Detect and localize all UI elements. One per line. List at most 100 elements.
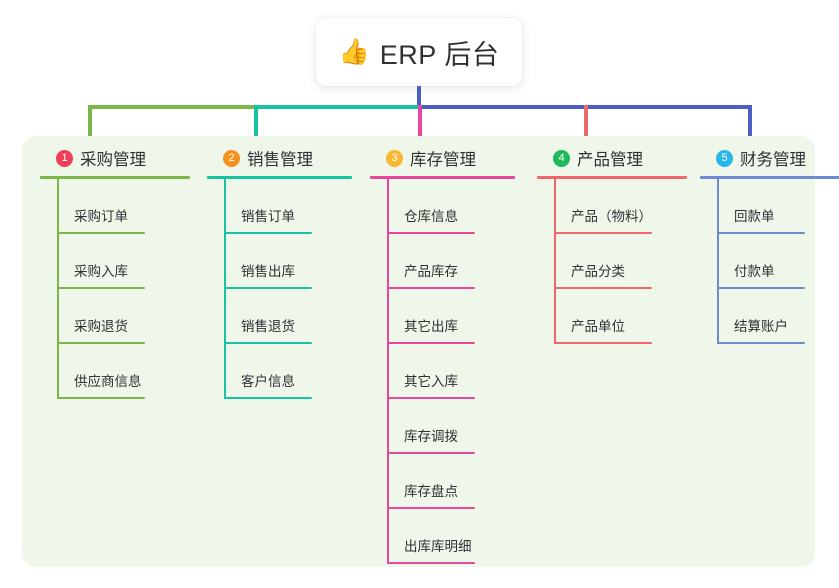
- leaf-label: 其它入库: [404, 374, 458, 389]
- leaf-rule: [57, 287, 145, 289]
- leaf-label: 付款单: [734, 264, 775, 279]
- leaf-item[interactable]: 产品库存: [370, 234, 515, 289]
- column-title-5: 财务管理: [740, 151, 806, 169]
- column-title-4: 产品管理: [577, 151, 643, 169]
- connector-drop-2: [254, 105, 258, 139]
- leaf-spine-4: [554, 179, 556, 344]
- column-销售管理: 2 销售管理销售订单销售出库销售退货客户信息: [207, 146, 352, 399]
- leaf-rule: [224, 287, 312, 289]
- column-badge-4: 4: [553, 149, 570, 167]
- leaf-rule: [57, 232, 145, 234]
- leaf-rule: [387, 232, 475, 234]
- leaf-item[interactable]: 产品单位: [537, 289, 687, 344]
- leaf-item[interactable]: 库存盘点: [370, 454, 515, 509]
- leaf-item[interactable]: 产品（物料）: [537, 179, 687, 234]
- column-title-3: 库存管理: [410, 151, 476, 169]
- leaf-spine-3: [387, 179, 389, 564]
- connector-drop-5: [748, 105, 752, 139]
- connector-drop-3: [418, 105, 422, 136]
- leaf-item[interactable]: 出库库明细: [370, 509, 515, 564]
- column-badge-5: 5: [716, 149, 733, 167]
- leaf-label: 库存盘点: [404, 484, 458, 499]
- leaf-rule: [387, 287, 475, 289]
- column-header-5[interactable]: 5 财务管理: [700, 146, 839, 170]
- connector-drop-4: [584, 105, 588, 136]
- root-title: ERP 后台: [379, 39, 500, 70]
- column-badge-1: 1: [56, 149, 73, 167]
- leaf-spine-5: [717, 179, 719, 344]
- leaf-rule: [224, 342, 312, 344]
- column-header-rule-1: [40, 176, 190, 179]
- column-产品管理: 4 产品管理产品（物料） 产品分类产品单位: [537, 146, 687, 344]
- leaf-list-1: 采购订单采购入库采购退货供应商信息: [40, 179, 190, 399]
- leaf-item[interactable]: 客户信息: [207, 344, 352, 399]
- leaf-label: 产品库存: [404, 264, 458, 279]
- leaf-rule: [387, 397, 475, 399]
- leaf-label: 销售订单: [241, 209, 295, 224]
- leaf-label: 其它出库: [404, 319, 458, 334]
- column-badge-3: 3: [386, 149, 403, 167]
- leaf-rule: [224, 397, 312, 399]
- leaf-item[interactable]: 采购订单: [40, 179, 190, 234]
- leaf-rule: [57, 342, 145, 344]
- column-header-rule-3: [370, 176, 515, 179]
- column-header-rule-4: [537, 176, 687, 179]
- leaf-item[interactable]: 结算账户: [700, 289, 839, 344]
- leaf-rule: [554, 342, 652, 344]
- leaf-label: 采购入库: [74, 264, 128, 279]
- leaf-rule: [387, 342, 475, 344]
- thumbs-up-icon: 👍: [338, 37, 370, 66]
- leaf-label: 回款单: [734, 209, 775, 224]
- diagram-panel: [22, 136, 815, 567]
- connector-horizontal-segment-2: [254, 105, 418, 109]
- column-header-rule-5: [700, 176, 839, 179]
- column-badge-2: 2: [223, 149, 240, 167]
- leaf-spine-2: [224, 179, 226, 399]
- column-header-3[interactable]: 3 库存管理: [370, 146, 515, 170]
- leaf-rule: [717, 287, 805, 289]
- leaf-list-5: 回款单付款单结算账户: [700, 179, 839, 344]
- column-title-2: 销售管理: [247, 151, 313, 169]
- leaf-label: 产品分类: [571, 264, 625, 279]
- leaf-label: 结算账户: [734, 319, 788, 334]
- leaf-label: 销售退货: [241, 319, 295, 334]
- leaf-rule: [387, 562, 475, 564]
- leaf-label: 采购订单: [74, 209, 128, 224]
- leaf-item[interactable]: 采购入库: [40, 234, 190, 289]
- leaf-rule: [717, 342, 805, 344]
- leaf-rule: [57, 397, 145, 399]
- leaf-rule: [717, 232, 805, 234]
- leaf-rule: [387, 507, 475, 509]
- leaf-item[interactable]: 库存调拨: [370, 399, 515, 454]
- column-header-4[interactable]: 4 产品管理: [537, 146, 687, 170]
- leaf-item[interactable]: 其它入库: [370, 344, 515, 399]
- leaf-item[interactable]: 采购退货: [40, 289, 190, 344]
- leaf-item[interactable]: 仓库信息: [370, 179, 515, 234]
- leaf-item[interactable]: 其它出库: [370, 289, 515, 344]
- leaf-spine-1: [57, 179, 59, 399]
- column-header-rule-2: [207, 176, 352, 179]
- leaf-item[interactable]: 销售订单: [207, 179, 352, 234]
- leaf-item[interactable]: 付款单: [700, 234, 839, 289]
- leaf-item[interactable]: 供应商信息: [40, 344, 190, 399]
- leaf-item[interactable]: 产品分类: [537, 234, 687, 289]
- connector-horizontal-segment-1: [88, 105, 254, 109]
- leaf-label: 产品（物料）: [571, 209, 652, 224]
- leaf-item[interactable]: 销售退货: [207, 289, 352, 344]
- root-connector-stem: [417, 86, 421, 109]
- root-node-card[interactable]: 👍 ERP 后台: [316, 18, 522, 86]
- leaf-rule: [387, 452, 475, 454]
- leaf-list-4: 产品（物料） 产品分类产品单位: [537, 179, 687, 344]
- leaf-item[interactable]: 回款单: [700, 179, 839, 234]
- leaf-label: 客户信息: [241, 374, 295, 389]
- leaf-label: 采购退货: [74, 319, 128, 334]
- leaf-item[interactable]: 销售出库: [207, 234, 352, 289]
- column-header-2[interactable]: 2 销售管理: [207, 146, 352, 170]
- leaf-rule: [554, 287, 652, 289]
- column-库存管理: 3 库存管理仓库信息产品库存其它出库其它入库库存调拨库存盘点出库库明细: [370, 146, 515, 564]
- leaf-label: 供应商信息: [74, 374, 142, 389]
- leaf-label: 库存调拨: [404, 429, 458, 444]
- leaf-label: 出库库明细: [404, 539, 472, 554]
